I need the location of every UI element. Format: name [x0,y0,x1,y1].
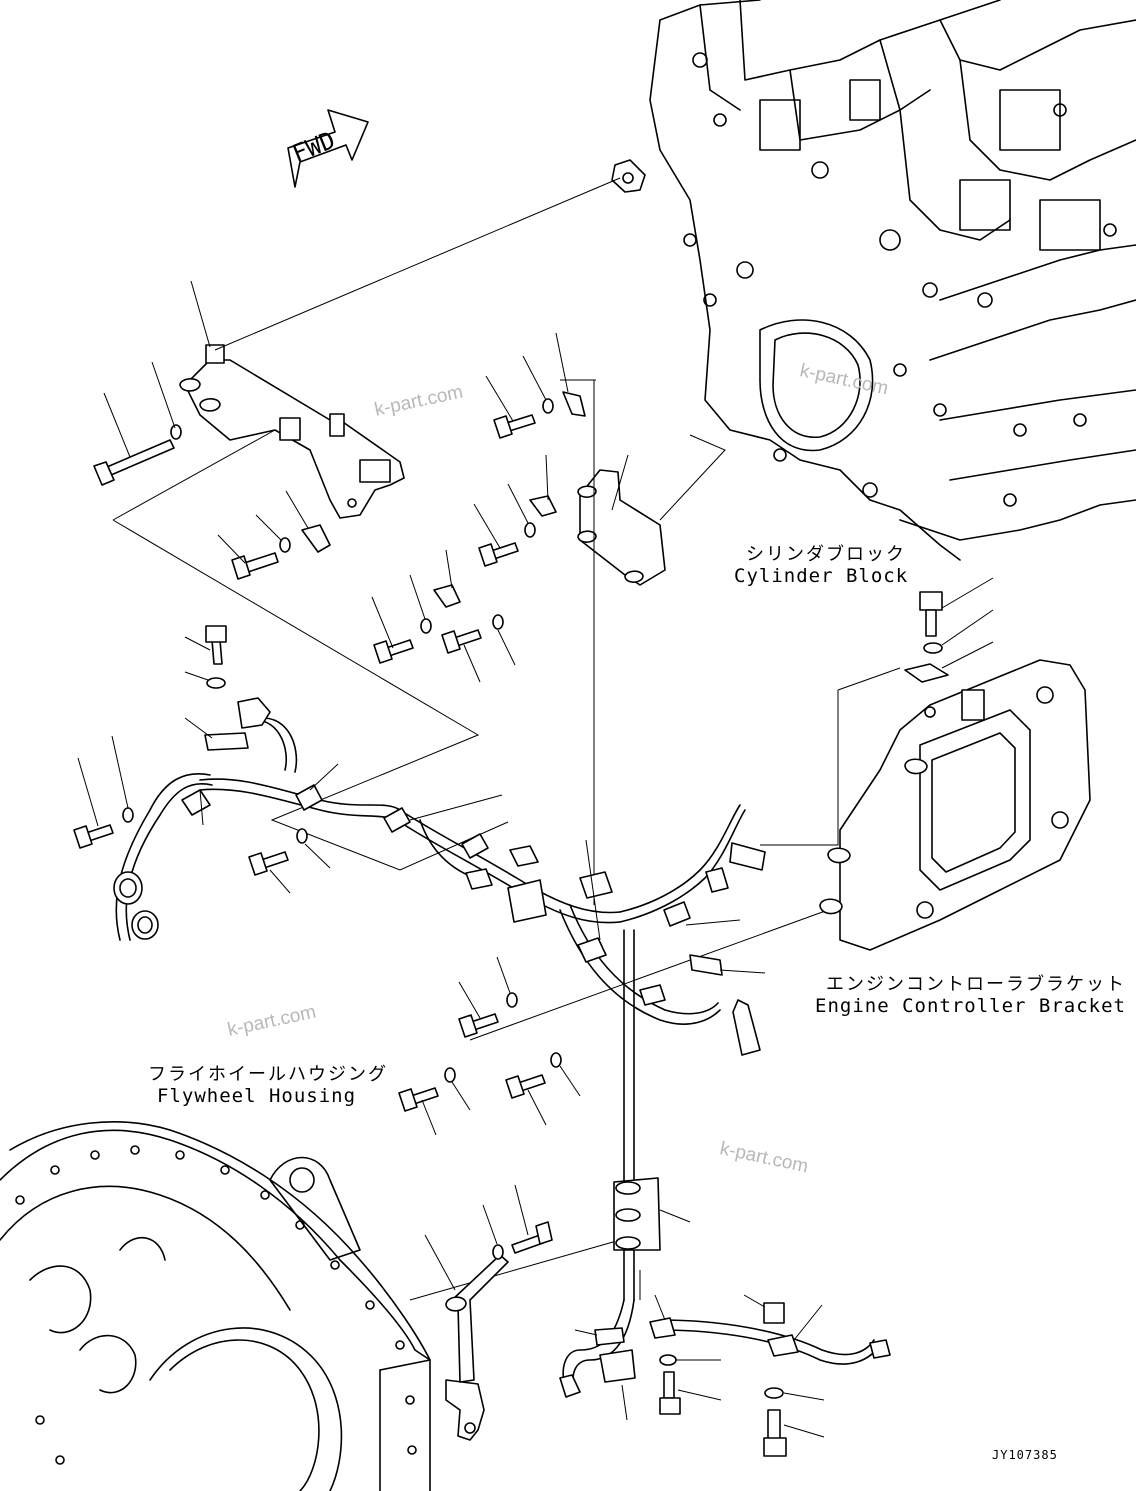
cylinder-block [611,0,1136,561]
wire-harness [113,697,891,1421]
flywheel-bracket [424,1184,553,1441]
upper-left-bracket [179,344,405,553]
fasteners-lower-right [659,1302,825,1457]
fasteners-upper-center [371,355,554,683]
cylinder-block-label: Cylinder Block [734,565,909,587]
assembly-lines [112,177,901,1301]
upper-center-bracket [433,332,666,905]
engine-controller-bracket [819,577,1091,951]
fasteners-middle [398,956,581,1136]
fwd-arrow [287,109,369,188]
engine-controller-bracket-label-jp: エンジンコントローラブラケット [826,974,1126,995]
flywheel-housing [0,1121,431,1491]
flywheel-housing-label: Flywheel Housing [157,1085,357,1107]
cylinder-block-label-jp: シリンダブロック [746,544,906,565]
drawing-code: JY107385 [992,1448,1058,1462]
flywheel-housing-label-jp: フライホイールハウジング [148,1064,388,1085]
fasteners-upper-left [93,280,309,580]
engine-controller-bracket-label: Engine Controller Bracket [815,995,1126,1017]
fasteners-middle-left [73,625,331,894]
